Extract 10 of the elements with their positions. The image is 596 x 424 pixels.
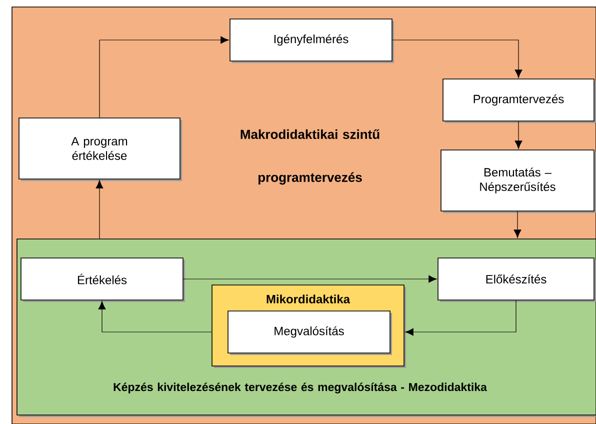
panel-heading: Makrodidaktikai szintű programtervezés bbox=[240, 129, 380, 185]
arrow bbox=[514, 211, 522, 238]
process-box: Bemutatás – Népszerűsítés bbox=[440, 150, 596, 213]
arrow bbox=[514, 121, 522, 149]
arrow bbox=[96, 180, 104, 239]
arrow bbox=[99, 36, 229, 118]
process-box: Igényfelmérés bbox=[230, 18, 394, 63]
arrow bbox=[392, 40, 522, 78]
process-box: A program értékelése bbox=[18, 118, 182, 181]
process-box: Programtervezés bbox=[442, 78, 596, 123]
